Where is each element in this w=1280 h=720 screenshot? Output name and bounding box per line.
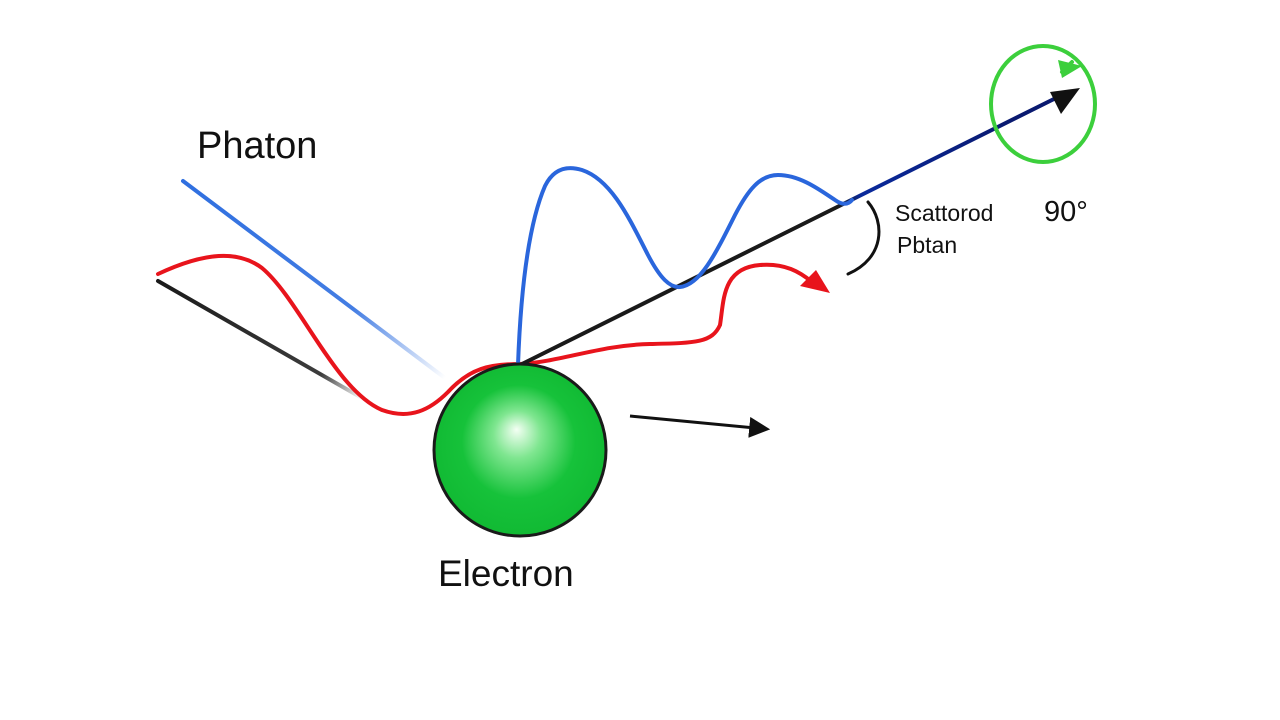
incident-photon-beam [181,179,447,380]
photon-label: Phaton [197,125,317,167]
electron-label: Electron [438,553,574,594]
scattered-wave [516,166,854,367]
incident-direction-line [156,279,364,400]
scattering-angle-arc [846,200,881,276]
electron-sphere [432,362,608,538]
scattered-wave-arrowhead [800,270,830,293]
scattered-photon-label-line1: Scattorod [895,200,993,226]
scattering-angle-label: 90° [1044,196,1088,228]
polarization-ring [989,44,1097,164]
scattered-direction-arrowhead [1050,88,1080,114]
electron-recoil-arrow [629,414,771,438]
scattered-photon-label-line2: Pbtan [897,232,957,258]
polarization-ring-arrow [1058,60,1082,78]
scattered-photon-direction-line [518,90,1070,367]
